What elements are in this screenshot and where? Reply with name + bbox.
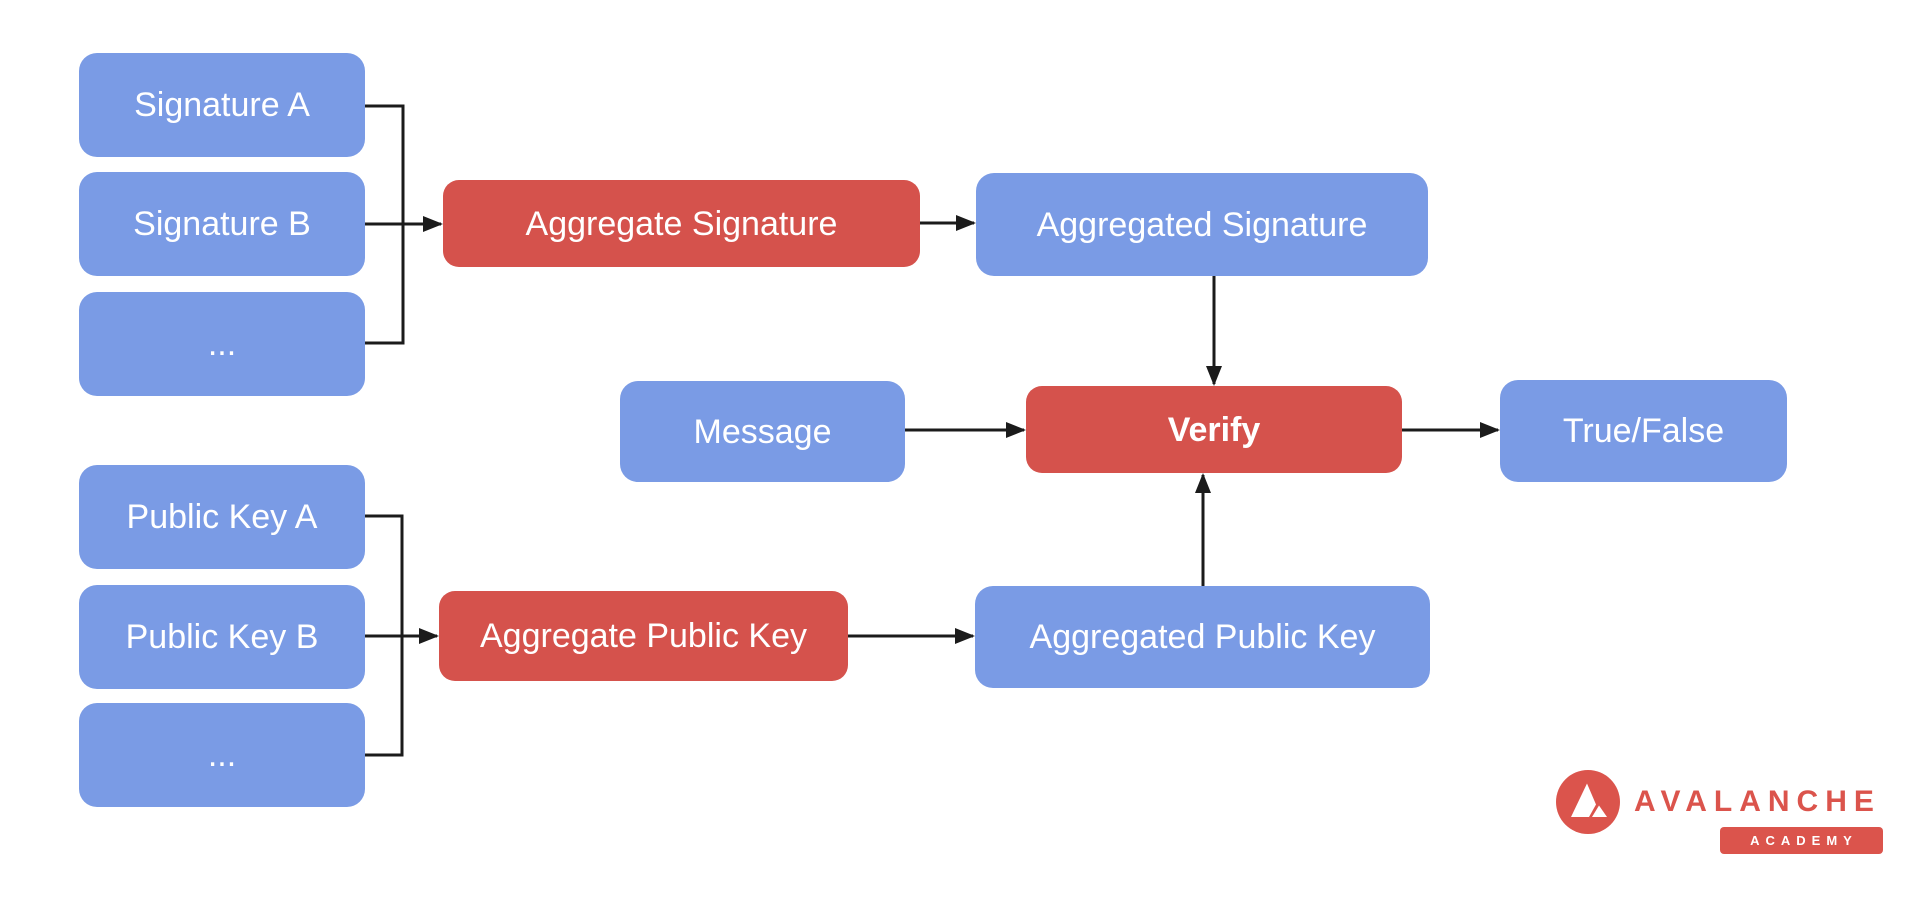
node-aggregate-signature: Aggregate Signature — [443, 180, 920, 267]
node-public-key-ellipsis: ... — [79, 703, 365, 807]
connector-signatures-bracket — [365, 104, 405, 345]
node-verify: Verify — [1026, 386, 1402, 473]
node-public-key-a: Public Key A — [79, 465, 365, 569]
node-signature-a: Signature A — [79, 53, 365, 157]
node-signature-b: Signature B — [79, 172, 365, 276]
logo-brand-text: AVALANCHE — [1634, 785, 1881, 818]
logo-academy-badge: ACADEMY — [1720, 827, 1883, 854]
connector-public-keys-bracket — [365, 514, 404, 757]
node-true-false: True/False — [1500, 380, 1787, 482]
node-aggregated-public-key: Aggregated Public Key — [975, 586, 1430, 688]
node-aggregate-public-key: Aggregate Public Key — [439, 591, 848, 681]
avalanche-logo-icon — [1556, 770, 1620, 834]
avalanche-academy-logo: AVALANCHE ACADEMY — [1556, 770, 1886, 860]
node-message: Message — [620, 381, 905, 482]
node-signature-ellipsis: ... — [79, 292, 365, 396]
node-aggregated-signature: Aggregated Signature — [976, 173, 1428, 276]
node-public-key-b: Public Key B — [79, 585, 365, 689]
